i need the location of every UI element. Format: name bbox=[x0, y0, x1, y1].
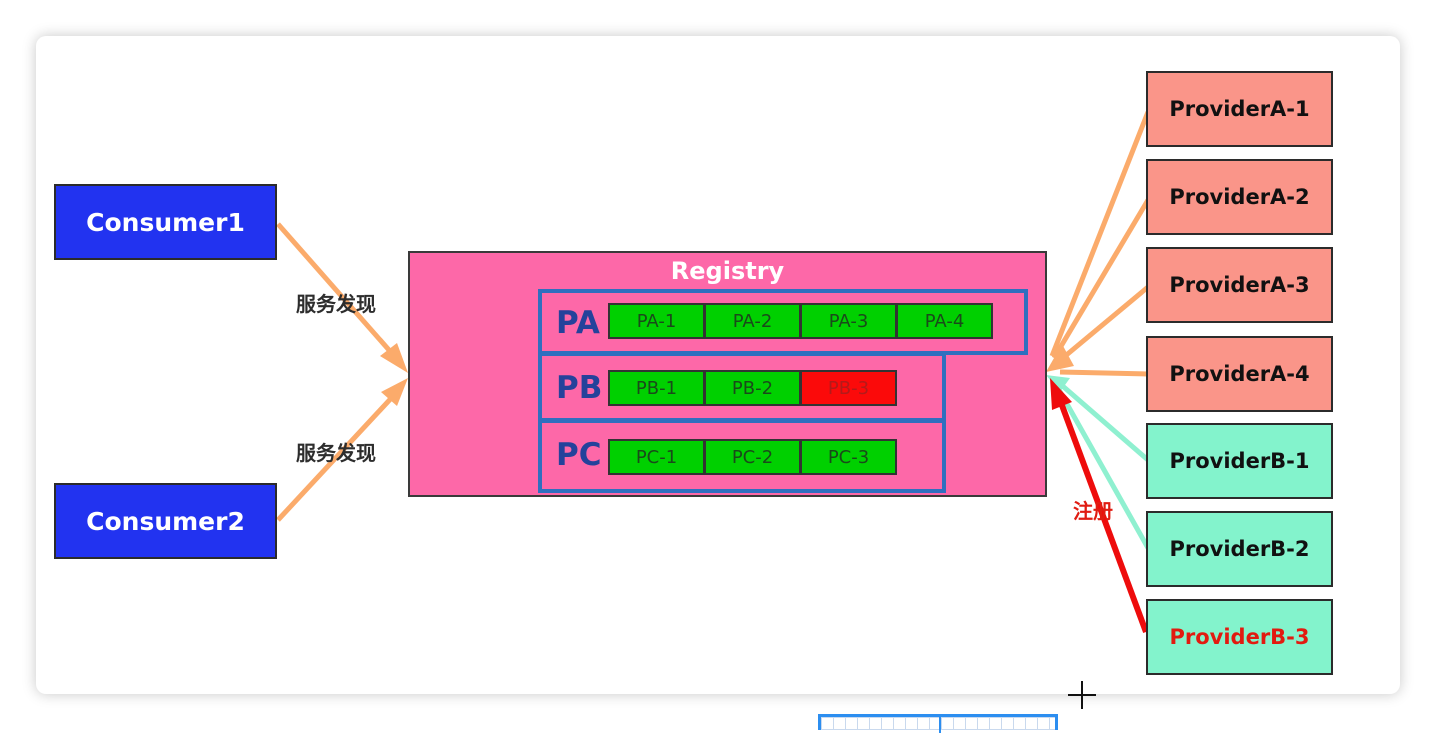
arrow-provider-a3 bbox=[1056, 285, 1150, 364]
instance-pc-1: PC-1 bbox=[608, 439, 705, 475]
group-pc: PC PC-1 PC-2 PC-3 bbox=[538, 419, 946, 493]
instance-pa-1: PA-1 bbox=[608, 303, 705, 339]
instance-pa-3: PA-3 bbox=[800, 303, 897, 339]
provider-a2-node: ProviderA-2 bbox=[1146, 159, 1333, 235]
arrow-provider-a2 bbox=[1051, 198, 1151, 360]
provider-a2-label: ProviderA-2 bbox=[1169, 185, 1310, 209]
provider-a4-node: ProviderA-4 bbox=[1146, 336, 1333, 412]
consumer1-node: Consumer1 bbox=[54, 184, 277, 260]
grid-widget-partial[interactable] bbox=[818, 714, 1058, 733]
register-label: 注册 bbox=[1073, 499, 1113, 523]
group-pb-instances: PB-1 PB-2 PB-3 bbox=[608, 370, 897, 406]
consumer2-node: Consumer2 bbox=[54, 483, 277, 559]
provider-b2-label: ProviderB-2 bbox=[1169, 537, 1310, 561]
arrow-provider-b1 bbox=[1056, 380, 1150, 462]
provider-a4-label: ProviderA-4 bbox=[1169, 362, 1310, 386]
arrowhead-provider-b bbox=[1046, 375, 1070, 392]
arrow-provider-b2 bbox=[1055, 386, 1151, 550]
group-pa: PA PA-1 PA-2 PA-3 PA-4 bbox=[538, 289, 1028, 355]
instance-pc-3: PC-3 bbox=[800, 439, 897, 475]
arrow-consumer2-discovery bbox=[276, 391, 398, 522]
arrowhead-consumer2 bbox=[381, 378, 408, 406]
discovery-label-2: 服务发现 bbox=[296, 441, 376, 465]
arrowhead-provider-a bbox=[1046, 344, 1074, 372]
registry-node: Registry PA PA-1 PA-2 PA-3 PA-4 PB PB-1 … bbox=[408, 251, 1047, 497]
provider-a1-node: ProviderA-1 bbox=[1146, 71, 1333, 147]
instance-pc-2: PC-2 bbox=[704, 439, 801, 475]
group-pc-instances: PC-1 PC-2 PC-3 bbox=[608, 439, 897, 475]
arrow-provider-a4 bbox=[1059, 369, 1149, 377]
consumer2-label: Consumer2 bbox=[86, 506, 245, 536]
group-pb: PB PB-1 PB-2 PB-3 bbox=[538, 352, 946, 422]
arrowhead-consumer1 bbox=[380, 343, 408, 373]
consumer1-label: Consumer1 bbox=[86, 207, 245, 237]
provider-b3-node: ProviderB-3 bbox=[1146, 599, 1333, 675]
instance-pa-2: PA-2 bbox=[704, 303, 801, 339]
arrow-provider-a1 bbox=[1049, 111, 1151, 357]
provider-a1-label: ProviderA-1 bbox=[1169, 97, 1310, 121]
arrow-consumer1-discovery bbox=[276, 222, 398, 360]
provider-a3-node: ProviderA-3 bbox=[1146, 247, 1333, 323]
provider-b3-label: ProviderB-3 bbox=[1169, 625, 1310, 649]
instance-pb-3: PB-3 bbox=[800, 370, 897, 406]
group-pa-instances: PA-1 PA-2 PA-3 PA-4 bbox=[608, 303, 993, 339]
discovery-label-1: 服务发现 bbox=[296, 292, 376, 316]
provider-b1-label: ProviderB-1 bbox=[1169, 449, 1310, 473]
provider-b1-node: ProviderB-1 bbox=[1146, 423, 1333, 499]
provider-b2-node: ProviderB-2 bbox=[1146, 511, 1333, 587]
arrow-provider-b3-register bbox=[1057, 398, 1149, 634]
provider-a3-label: ProviderA-3 bbox=[1169, 273, 1310, 297]
instance-pb-1: PB-1 bbox=[608, 370, 705, 406]
arrowhead-register bbox=[1050, 378, 1072, 410]
group-pa-label: PA bbox=[556, 305, 600, 341]
registry-title: Registry bbox=[670, 257, 785, 285]
group-pb-label: PB bbox=[556, 370, 603, 406]
instance-pa-4: PA-4 bbox=[896, 303, 993, 339]
instance-pb-2: PB-2 bbox=[704, 370, 801, 406]
crosshair-cursor-icon bbox=[1068, 681, 1096, 709]
group-pc-label: PC bbox=[556, 437, 602, 473]
grid-divider bbox=[939, 717, 941, 733]
